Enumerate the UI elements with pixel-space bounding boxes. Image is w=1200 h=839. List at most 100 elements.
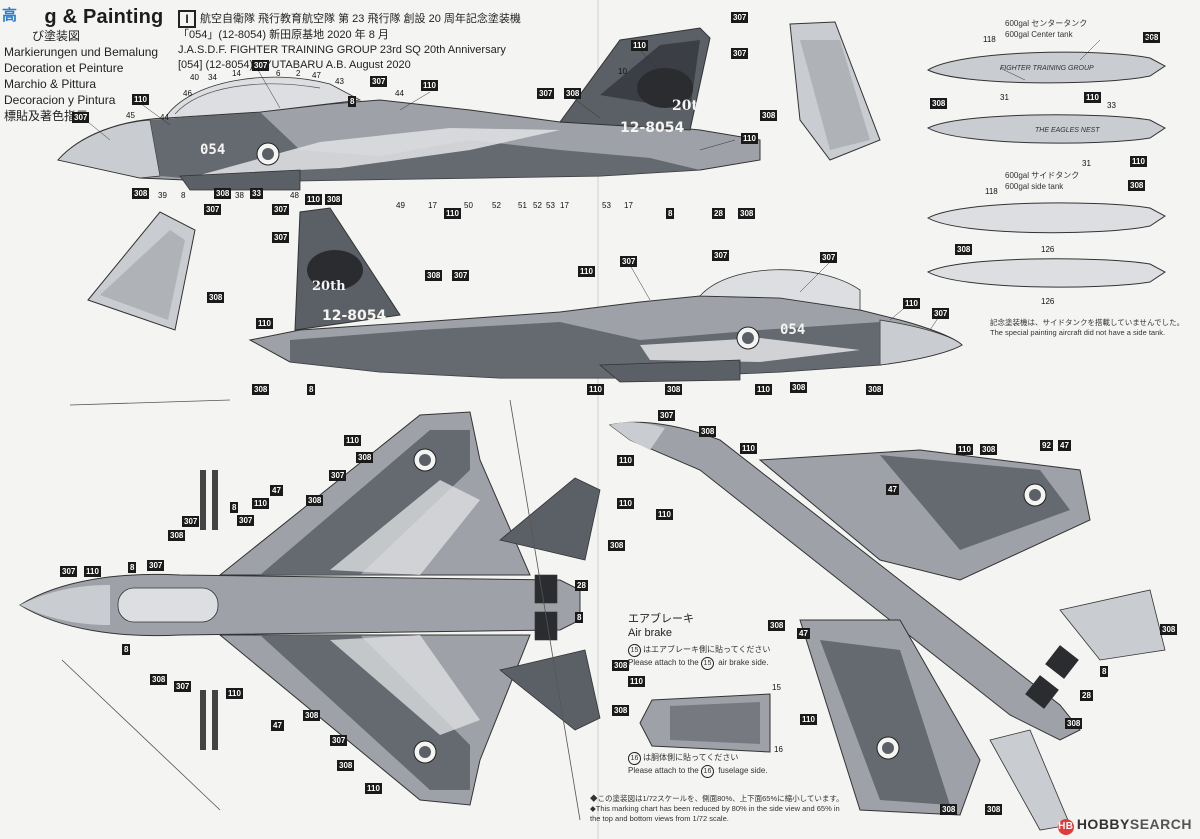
center-tank-bottom: THE EAGLES NEST xyxy=(926,114,1166,144)
side-tank-label-en: 600gal side tank xyxy=(1005,182,1064,191)
scale-note: ◆この塗装図は1/72スケールを、側面80%、上下面65%に縮小しています。 ◆… xyxy=(590,794,890,824)
callout-num: 50 xyxy=(464,201,473,210)
callout-28: 28 xyxy=(712,208,725,219)
airbrake-note-15-en: Please attach to the xyxy=(628,658,699,667)
watermark-logo-text: 高 xyxy=(2,7,18,24)
callout-110: 110 xyxy=(755,384,772,395)
callout-308: 308 xyxy=(356,452,374,463)
callout-308: 308 xyxy=(337,760,355,771)
callout-110: 110 xyxy=(84,566,101,577)
callout-308: 308 xyxy=(132,188,150,199)
callout-num: 43 xyxy=(335,77,344,86)
callout-num: 52 xyxy=(492,201,501,210)
tank-text-ftg: FIGHTER TRAINING GROUP xyxy=(1000,65,1094,72)
callout-307: 307 xyxy=(712,250,730,261)
callout-num: 14 xyxy=(232,69,241,78)
callout-num: 118 xyxy=(985,187,998,196)
scale-note-en-1: ◆This marking chart has been reduced by … xyxy=(590,804,840,813)
callout-110: 110 xyxy=(421,80,438,91)
callout-num: 126 xyxy=(1041,245,1055,254)
callout-110: 110 xyxy=(305,194,322,205)
callout-110: 110 xyxy=(741,133,758,144)
callout-307: 307 xyxy=(272,204,290,215)
callout-110: 110 xyxy=(365,783,382,794)
circle-16-inline: 16 xyxy=(700,765,714,778)
callout-110: 110 xyxy=(587,384,604,395)
callout-308: 308 xyxy=(1128,180,1146,191)
header-line-1: び塗装図 xyxy=(32,29,81,43)
callout-308: 308 xyxy=(1143,32,1161,43)
callout-308: 308 xyxy=(790,382,808,393)
side-tank-note-jp: 記念塗装機は、サイドタンクを搭載していませんでした。 xyxy=(990,318,1185,327)
callout-28: 28 xyxy=(575,580,588,591)
side-tank-label-jp: 600gal サイドタンク xyxy=(1005,171,1080,180)
callout-num: 38 xyxy=(235,191,244,200)
callout-308: 308 xyxy=(608,540,626,551)
callout-110: 110 xyxy=(132,94,149,105)
callout-110: 110 xyxy=(1130,156,1147,167)
callout-307: 307 xyxy=(731,48,749,59)
airbrake-title-jp: エアブレーキ xyxy=(628,613,694,625)
callout-308: 308 xyxy=(612,660,630,671)
callout-110: 110 xyxy=(656,509,673,520)
hobbysearch-logo-icon: HB xyxy=(1057,819,1074,835)
callout-num: 51 xyxy=(518,201,527,210)
callout-307: 307 xyxy=(658,410,676,421)
circle-16: 16 xyxy=(628,752,641,765)
callout-307: 307 xyxy=(370,76,388,87)
header-line-5: Decoracion y Pintura xyxy=(4,93,116,107)
callout-308: 308 xyxy=(612,705,630,716)
callout-num: 44 xyxy=(160,113,169,122)
callout-num: 46 xyxy=(183,89,192,98)
callout-307: 307 xyxy=(329,470,347,481)
callout-307: 307 xyxy=(147,560,165,571)
callout-num: 32 xyxy=(1146,35,1155,44)
callout-307: 307 xyxy=(820,252,838,263)
callout-110: 110 xyxy=(631,40,648,51)
callout-307: 307 xyxy=(182,516,200,527)
airbrake-note-15-jp: はエアブレーキ側に貼ってください xyxy=(643,645,771,654)
circle-15: 15 xyxy=(628,644,641,657)
circle-15-inline: 15 xyxy=(700,657,714,670)
callout-307: 307 xyxy=(237,515,255,526)
scale-note-en-2: the top and bottom views from 1/72 scale… xyxy=(590,814,729,823)
callout-308: 308 xyxy=(564,88,582,99)
callout-8: 8 xyxy=(128,562,137,573)
airbrake-box-110: 110 xyxy=(628,676,645,687)
info-line-4: [054] (12-8054) NYUTABARU A.B. August 20… xyxy=(178,59,411,71)
callout-47: 47 xyxy=(270,485,283,496)
tail-number-side2: 12-8054 xyxy=(322,308,387,324)
callout-307: 307 xyxy=(620,256,638,267)
header-title: 高高g & Painting xyxy=(4,6,174,28)
callout-308: 308 xyxy=(980,444,998,455)
callout-8: 8 xyxy=(230,502,239,513)
callout-8: 8 xyxy=(575,612,584,623)
callout-num: 126 xyxy=(1041,297,1055,306)
callout-308: 308 xyxy=(168,530,186,541)
callout-308: 308 xyxy=(985,804,1003,815)
callout-28: 28 xyxy=(1080,690,1093,701)
callout-307: 307 xyxy=(72,112,90,123)
watermark-brand: HOBBY xyxy=(1076,816,1130,832)
airbrake-diagram xyxy=(639,693,771,753)
callout-num: 31 xyxy=(1082,159,1091,168)
header-line-6: 標貼及著色指示 xyxy=(4,109,89,123)
callout-num: 39 xyxy=(158,191,167,200)
info-line-1-text: 航空自衛隊 飛行教育航空隊 第 23 飛行隊 創設 20 周年記念塗装機 xyxy=(200,12,521,25)
callout-110: 110 xyxy=(578,266,595,277)
side-tank-bottom xyxy=(926,258,1166,288)
callout-num: 6 xyxy=(276,69,281,78)
callout-8: 8 xyxy=(122,644,131,655)
callout-110: 110 xyxy=(800,714,817,725)
callout-8: 8 xyxy=(666,208,675,219)
side-tank-note: 記念塗装機は、サイドタンクを搭載していませんでした。 The special p… xyxy=(990,318,1195,338)
callout-308: 308 xyxy=(306,495,324,506)
callout-num: 33 xyxy=(1107,101,1116,110)
watermark-top-left: 高 xyxy=(2,4,17,25)
callout-num: 118 xyxy=(983,35,996,44)
callout-308: 308 xyxy=(760,110,778,121)
airbrake-callout-15: 15 xyxy=(772,683,781,692)
